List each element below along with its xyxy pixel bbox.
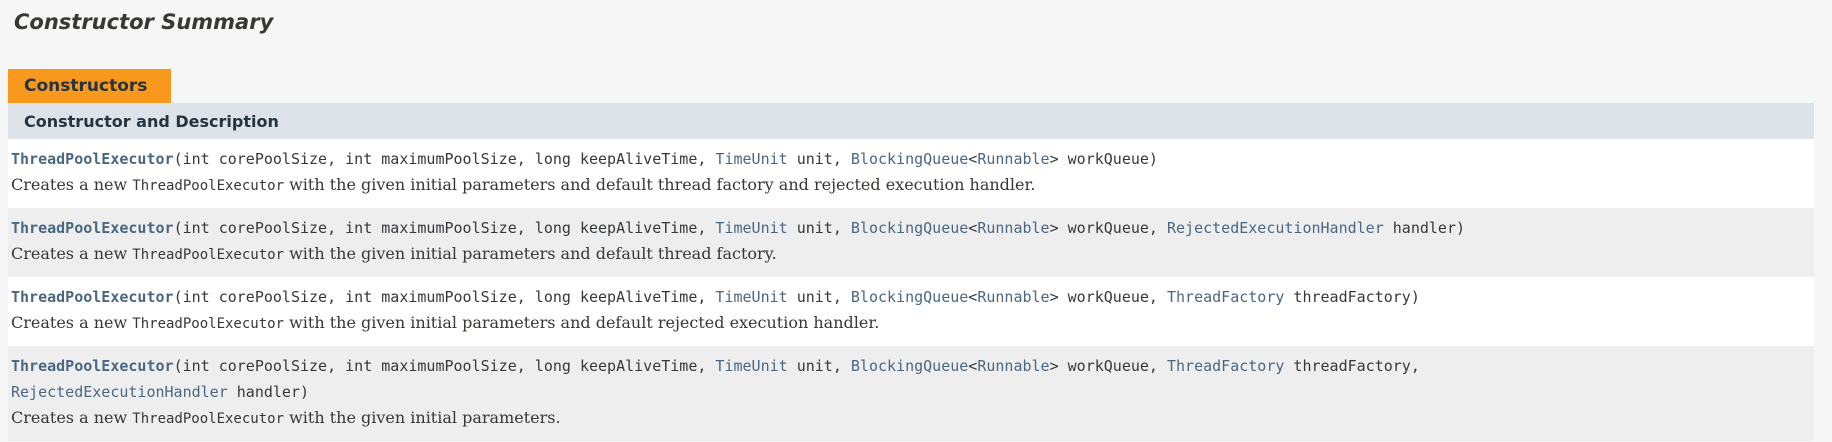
plain-text: Creates a new — [11, 244, 133, 263]
constructor-signature: ThreadPoolExecutor(int corePoolSize, int… — [11, 284, 1806, 310]
inline-code: ThreadPoolExecutor — [132, 316, 284, 332]
plain-text: < — [968, 357, 978, 375]
constructor-name-link[interactable]: ThreadPoolExecutor — [11, 357, 174, 375]
plain-text: Creates a new — [11, 408, 133, 427]
type-link-runnable[interactable]: Runnable — [977, 219, 1050, 237]
type-link-blockingqueue[interactable]: BlockingQueue — [850, 288, 969, 306]
plain-text: > workQueue, — [1049, 357, 1167, 375]
tab-constructors: Constructors — [8, 69, 172, 103]
plain-text: unit, — [787, 357, 851, 375]
type-link-rejectedexecutionhandler[interactable]: RejectedExecutionHandler — [11, 383, 228, 401]
constructor-cell: ThreadPoolExecutor(int corePoolSize, int… — [8, 277, 1814, 346]
plain-text: > workQueue) — [1049, 150, 1158, 168]
plain-text: Creates a new — [11, 175, 133, 194]
plain-text: handler) — [227, 383, 310, 401]
type-link-timeunit[interactable]: TimeUnit — [715, 357, 788, 375]
plain-text: with the given initial parameters and de… — [284, 175, 1036, 194]
constructor-description: Creates a new ThreadPoolExecutor with th… — [11, 310, 1806, 337]
type-link-blockingqueue[interactable]: BlockingQueue — [850, 357, 969, 375]
plain-text: < — [968, 150, 978, 168]
constructor-signature: ThreadPoolExecutor(int corePoolSize, int… — [11, 215, 1806, 241]
constructor-table-body: ThreadPoolExecutor(int corePoolSize, int… — [8, 139, 1814, 441]
plain-text: handler) — [1383, 219, 1466, 237]
inline-code: ThreadPoolExecutor — [132, 411, 284, 427]
plain-text: unit, — [787, 219, 851, 237]
type-link-rejectedexecutionhandler[interactable]: RejectedExecutionHandler — [1166, 219, 1384, 237]
plain-text: (int corePoolSize, int maximumPoolSize, … — [173, 288, 716, 306]
constructor-name-link[interactable]: ThreadPoolExecutor — [11, 219, 174, 237]
constructor-row: ThreadPoolExecutor(int corePoolSize, int… — [8, 277, 1814, 346]
constructor-cell: ThreadPoolExecutor(int corePoolSize, int… — [8, 208, 1814, 277]
plain-text: < — [968, 288, 978, 306]
plain-text: (int corePoolSize, int maximumPoolSize, … — [173, 357, 716, 375]
plain-text: (int corePoolSize, int maximumPoolSize, … — [173, 219, 716, 237]
plain-text: < — [968, 219, 978, 237]
plain-text: unit, — [787, 150, 851, 168]
inline-code: ThreadPoolExecutor — [132, 247, 284, 263]
type-link-runnable[interactable]: Runnable — [977, 288, 1050, 306]
type-link-blockingqueue[interactable]: BlockingQueue — [850, 150, 969, 168]
type-link-runnable[interactable]: Runnable — [977, 357, 1050, 375]
constructor-cell: ThreadPoolExecutor(int corePoolSize, int… — [8, 346, 1814, 441]
constructor-row: ThreadPoolExecutor(int corePoolSize, int… — [8, 208, 1814, 277]
section-title: Constructor Summary — [14, 10, 274, 34]
constructor-name-link[interactable]: ThreadPoolExecutor — [11, 150, 174, 168]
constructor-cell: ThreadPoolExecutor(int corePoolSize, int… — [8, 139, 1814, 208]
plain-text: with the given initial parameters. — [284, 408, 561, 427]
plain-text: > workQueue, — [1049, 288, 1167, 306]
inline-code: ThreadPoolExecutor — [132, 178, 284, 194]
type-link-timeunit[interactable]: TimeUnit — [715, 150, 788, 168]
constructor-signature: ThreadPoolExecutor(int corePoolSize, int… — [11, 353, 1806, 405]
constructor-description: Creates a new ThreadPoolExecutor with th… — [11, 405, 1806, 432]
table-header-constructor-and-description: Constructor and Description — [8, 103, 1814, 139]
type-link-threadfactory[interactable]: ThreadFactory — [1166, 288, 1285, 306]
plain-text: (int corePoolSize, int maximumPoolSize, … — [173, 150, 716, 168]
table-header-row: Constructor and Description — [8, 103, 1814, 139]
type-link-timeunit[interactable]: TimeUnit — [715, 219, 788, 237]
constructor-description: Creates a new ThreadPoolExecutor with th… — [11, 241, 1806, 268]
plain-text: with the given initial parameters and de… — [284, 313, 880, 332]
constructor-signature: ThreadPoolExecutor(int corePoolSize, int… — [11, 146, 1806, 172]
plain-text: > workQueue, — [1049, 219, 1167, 237]
type-link-blockingqueue[interactable]: BlockingQueue — [850, 219, 969, 237]
plain-text: with the given initial parameters and de… — [284, 244, 777, 263]
type-link-runnable[interactable]: Runnable — [977, 150, 1050, 168]
type-link-threadfactory[interactable]: ThreadFactory — [1166, 357, 1285, 375]
constructor-row: ThreadPoolExecutor(int corePoolSize, int… — [8, 139, 1814, 208]
constructor-summary-table: Constructor and Description ThreadPoolEx… — [8, 103, 1814, 441]
constructor-description: Creates a new ThreadPoolExecutor with th… — [11, 172, 1806, 199]
constructor-row: ThreadPoolExecutor(int corePoolSize, int… — [8, 346, 1814, 441]
plain-text: threadFactory) — [1284, 288, 1420, 306]
plain-text: threadFactory, — [1284, 357, 1420, 375]
type-link-timeunit[interactable]: TimeUnit — [715, 288, 788, 306]
summary-tab-bar: Constructors — [8, 69, 1814, 103]
constructor-name-link[interactable]: ThreadPoolExecutor — [11, 288, 174, 306]
plain-text: Creates a new — [11, 313, 133, 332]
plain-text: unit, — [787, 288, 851, 306]
